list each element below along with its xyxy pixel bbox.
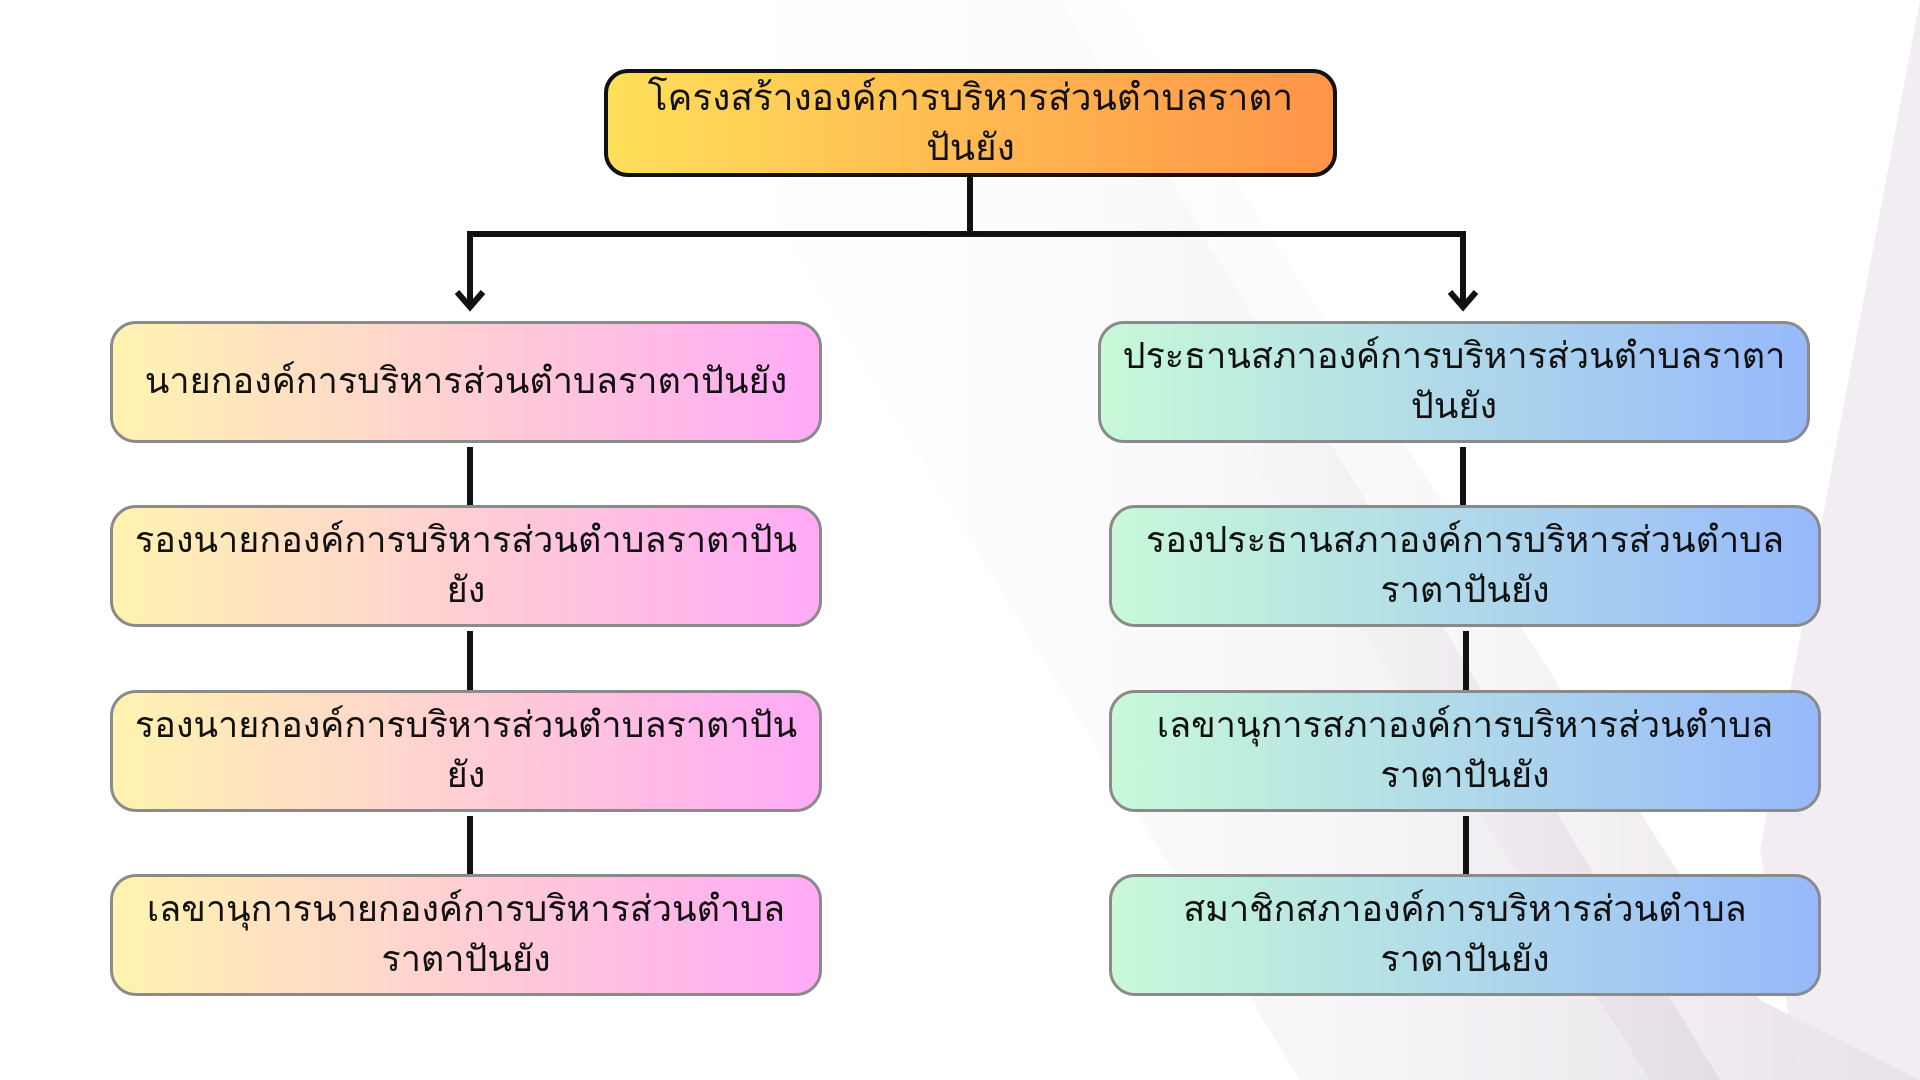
box-text-line: นายกองค์การบริหารส่วนตำบลราตาปันยัง — [144, 361, 788, 402]
box-text-line: เลขานุการสภาองค์การบริหารส่วนตำบล — [1156, 705, 1774, 746]
left-column-box-1: นายกองค์การบริหารส่วนตำบลราตาปันยัง — [110, 321, 822, 443]
box-text-line: รองนายกองค์การบริหารส่วนตำบลราตาปันยัง — [134, 520, 798, 611]
arrow-head-right-icon — [1447, 290, 1479, 312]
right-column-box-4: สมาชิกสภาองค์การบริหารส่วนตำบล ราตาปันยั… — [1109, 874, 1821, 996]
right-column-box-1: ประธานสภาองค์การบริหารส่วนตำบลราตาปันยัง — [1098, 321, 1810, 443]
box-text-line: รองนายกองค์การบริหารส่วนตำบลราตาปันยัง — [134, 705, 798, 796]
right-column-box-3: เลขานุการสภาองค์การบริหารส่วนตำบล ราตาปั… — [1109, 690, 1821, 812]
box-text-line: ราตาปันยัง — [381, 939, 551, 980]
box-text-line: ราตาปันยัง — [1380, 939, 1550, 980]
left-column-box-2: รองนายกองค์การบริหารส่วนตำบลราตาปันยัง — [110, 505, 822, 627]
arrow-head-left-icon — [454, 290, 486, 312]
box-text-line: สมาชิกสภาองค์การบริหารส่วนตำบล — [1183, 889, 1747, 930]
org-root-box: โครงสร้างองค์การบริหารส่วนตำบลราตาปันยัง — [604, 69, 1337, 177]
box-text-line: ประธานสภาองค์การบริหารส่วนตำบลราตาปันยัง — [1122, 336, 1786, 427]
left-column-box-4: เลขานุการนายกองค์การบริหารส่วนตำบล ราตาป… — [110, 874, 822, 996]
org-root-title: โครงสร้างองค์การบริหารส่วนตำบลราตาปันยัง — [647, 76, 1294, 169]
box-text-line: รองประธานสภาองค์การบริหารส่วนตำบล — [1145, 520, 1785, 561]
box-text-line: ราตาปันยัง — [1380, 755, 1550, 796]
right-column-box-2: รองประธานสภาองค์การบริหารส่วนตำบล ราตาปั… — [1109, 505, 1821, 627]
left-column-box-3: รองนายกองค์การบริหารส่วนตำบลราตาปันยัง — [110, 690, 822, 812]
box-text-line: ราตาปันยัง — [1380, 570, 1550, 611]
box-text-line: เลขานุการนายกองค์การบริหารส่วนตำบล — [146, 889, 786, 930]
